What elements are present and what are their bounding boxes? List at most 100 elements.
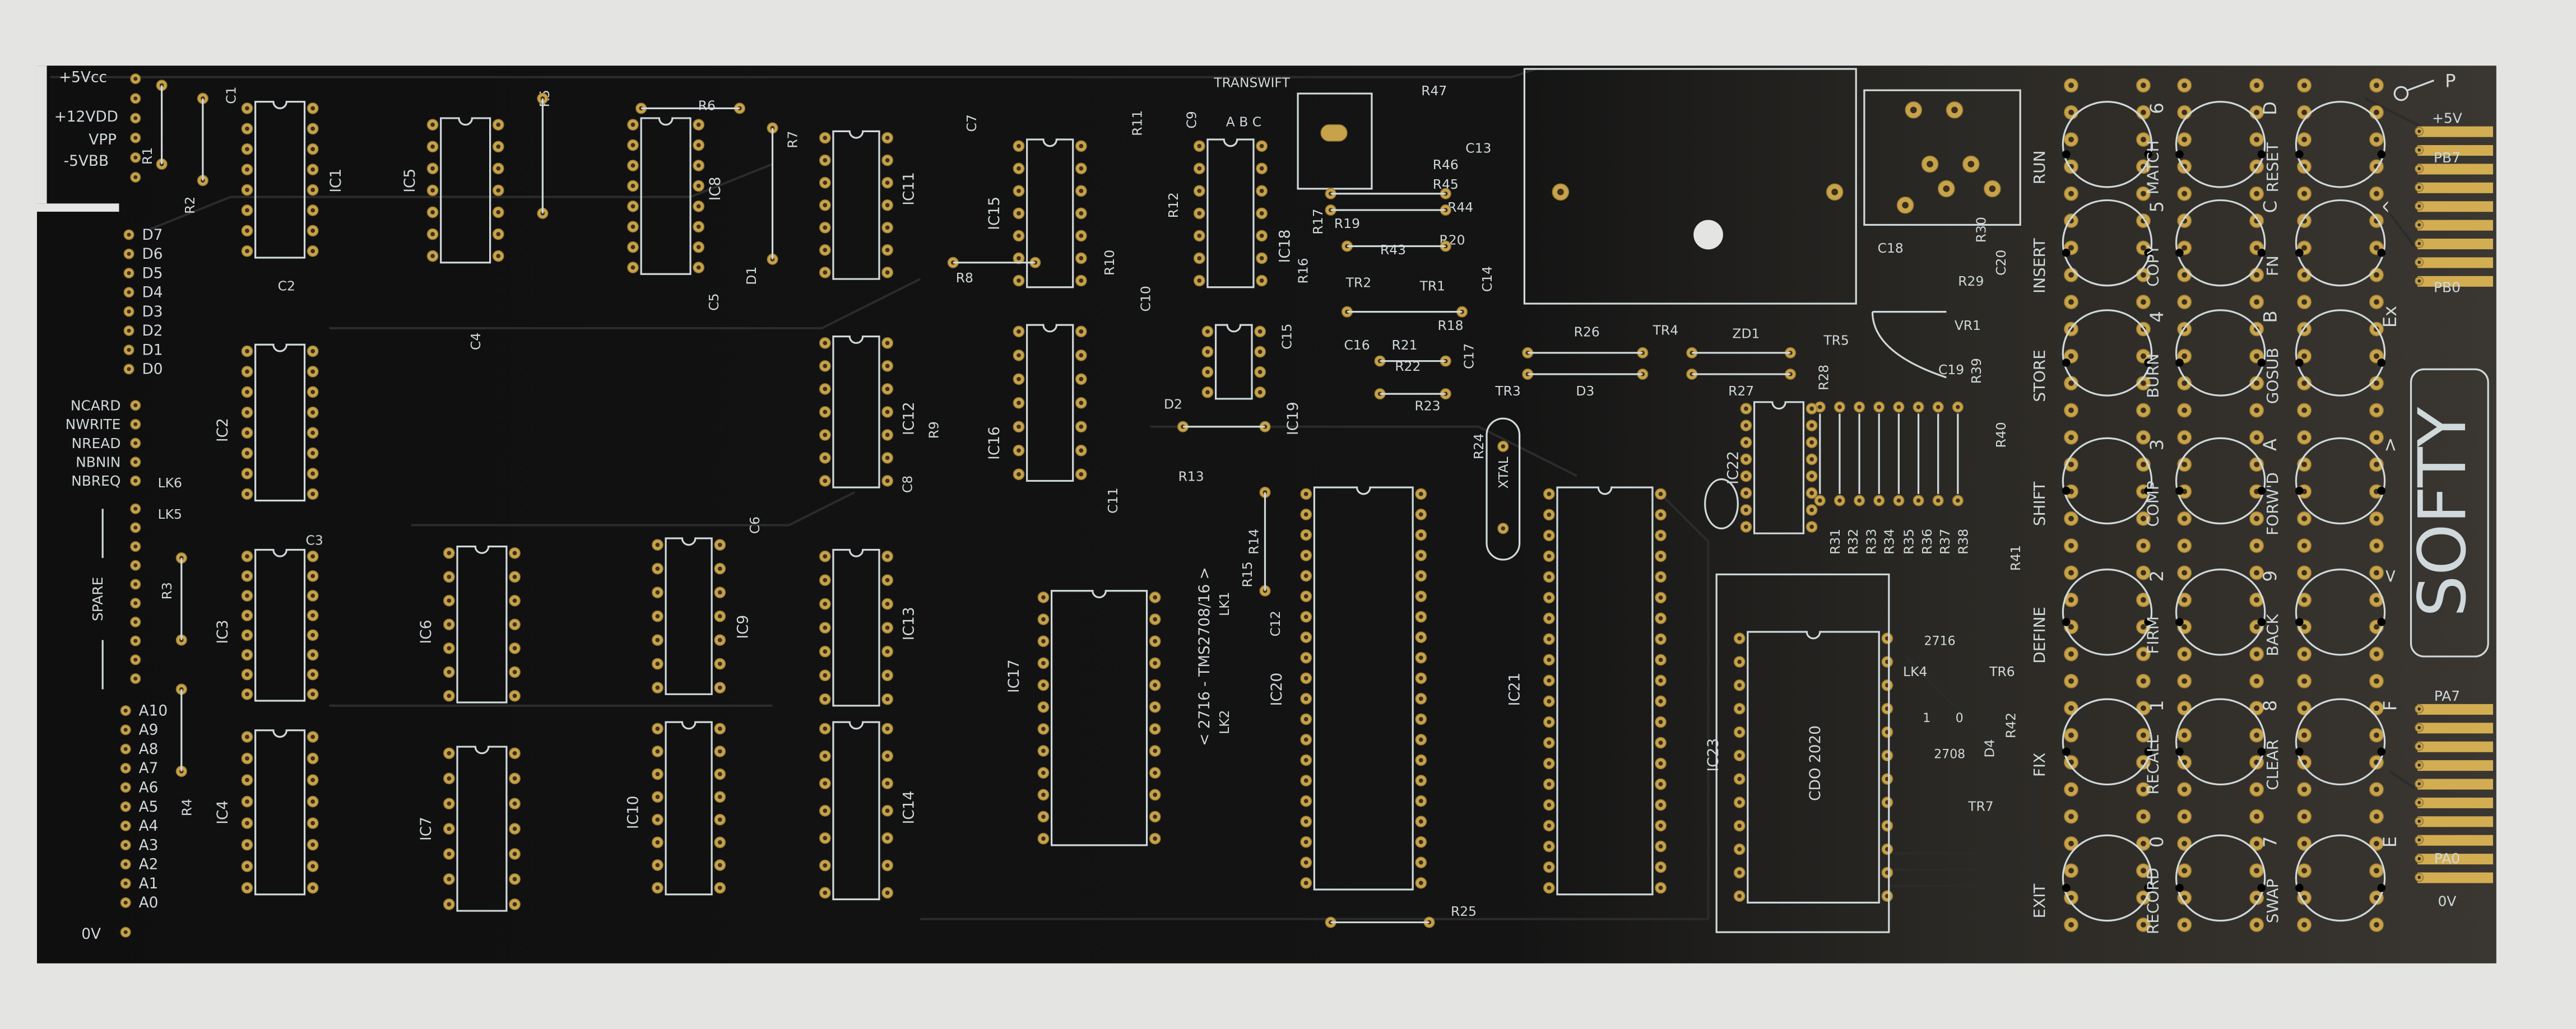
ic-label: IC16	[986, 426, 1003, 460]
drill-hole	[1418, 758, 1423, 762]
drill-hole	[2141, 732, 2146, 738]
ic-ic15: IC15	[986, 138, 1087, 288]
drill-hole	[2417, 204, 2421, 208]
drill-hole	[823, 602, 828, 607]
drill-hole	[2301, 651, 2307, 657]
trimmer-outline	[1871, 311, 1947, 379]
component-label-lk1: LK1	[1217, 592, 1232, 616]
drill-hole	[1737, 683, 1742, 688]
drill-hole	[447, 693, 452, 699]
drill-hole	[512, 751, 517, 756]
drill-hole	[245, 492, 249, 496]
drill-hole	[2182, 868, 2188, 874]
drill-hole	[2182, 272, 2188, 278]
drill-hole	[717, 863, 722, 868]
drill-hole	[1418, 635, 1423, 640]
drill-hole	[2182, 786, 2188, 793]
drill-hole	[717, 817, 722, 822]
drill-hole	[1809, 491, 1814, 496]
drill-hole	[310, 369, 315, 374]
drill-hole	[2182, 137, 2188, 142]
ic-label: IC5	[402, 169, 419, 193]
drill-hole	[655, 614, 660, 619]
edge-finger	[2417, 126, 2493, 137]
drill-hole	[630, 245, 635, 250]
ic-outline	[254, 729, 306, 896]
drill-hole	[2141, 434, 2146, 440]
key-mount-hole	[2144, 883, 2153, 892]
drill-hole	[512, 851, 517, 856]
key-label: COPY	[2143, 244, 2162, 287]
drill-hole	[133, 601, 138, 606]
drill-hole	[123, 709, 128, 713]
drill-hole	[1257, 329, 1263, 334]
drill-hole	[245, 632, 249, 637]
drill-hole	[512, 826, 517, 831]
drill-hole	[1079, 256, 1084, 260]
key-fn[interactable]: FN^	[2263, 199, 2401, 287]
drill-hole	[1153, 770, 1158, 775]
drill-hole	[1041, 617, 1046, 622]
component-label-r14: R14	[1246, 529, 1262, 555]
drill-hole	[133, 676, 138, 681]
drill-hole	[1737, 659, 1742, 664]
drill-hole	[245, 349, 249, 353]
key-reset[interactable]: RESET	[2263, 101, 2386, 193]
key-mount-hole	[2377, 883, 2386, 892]
key-label: FIX	[2030, 753, 2049, 777]
copper-trace	[2389, 770, 2415, 789]
drill-hole	[717, 662, 722, 666]
ic-ic7: IC7	[418, 746, 521, 912]
component-label-r42: R42	[2003, 713, 2018, 738]
drill-hole	[1547, 616, 1552, 621]
drill-hole	[717, 590, 722, 595]
key-alt-label: F	[2379, 701, 2401, 711]
key-mount-hole	[2175, 486, 2184, 495]
drill-hole	[885, 649, 890, 654]
drill-hole	[1737, 636, 1742, 641]
drill-hole	[1418, 492, 1423, 496]
drill-hole	[885, 225, 890, 230]
drill-hole	[2254, 922, 2260, 928]
key-forwd[interactable]: FORW'D>	[2263, 437, 2401, 535]
key-back[interactable]: BACK<	[2263, 569, 2401, 656]
drill-hole	[1259, 234, 1264, 238]
drill-hole	[2374, 813, 2379, 820]
key-outline	[2062, 834, 2153, 922]
drill-hole	[127, 367, 131, 371]
drill-hole	[885, 673, 890, 678]
drill-hole	[1153, 836, 1158, 841]
drill-hole	[496, 122, 501, 127]
component-label-c12: C12	[1268, 611, 1283, 636]
key-alt-label: Ex	[2379, 306, 2401, 328]
drill-hole	[2301, 353, 2307, 359]
key-mount-hole	[2295, 358, 2304, 367]
drill-hole	[1041, 727, 1046, 732]
drill-hole	[310, 188, 315, 192]
drill-hole	[1303, 574, 1308, 578]
drill-hole	[2254, 434, 2260, 440]
drill-hole	[1658, 803, 1663, 807]
drill-hole	[1257, 390, 1263, 395]
drill-hole	[630, 143, 635, 147]
drill-hole	[2417, 782, 2421, 786]
drill-hole	[655, 590, 660, 595]
key-alt-label: 8	[2259, 700, 2281, 711]
